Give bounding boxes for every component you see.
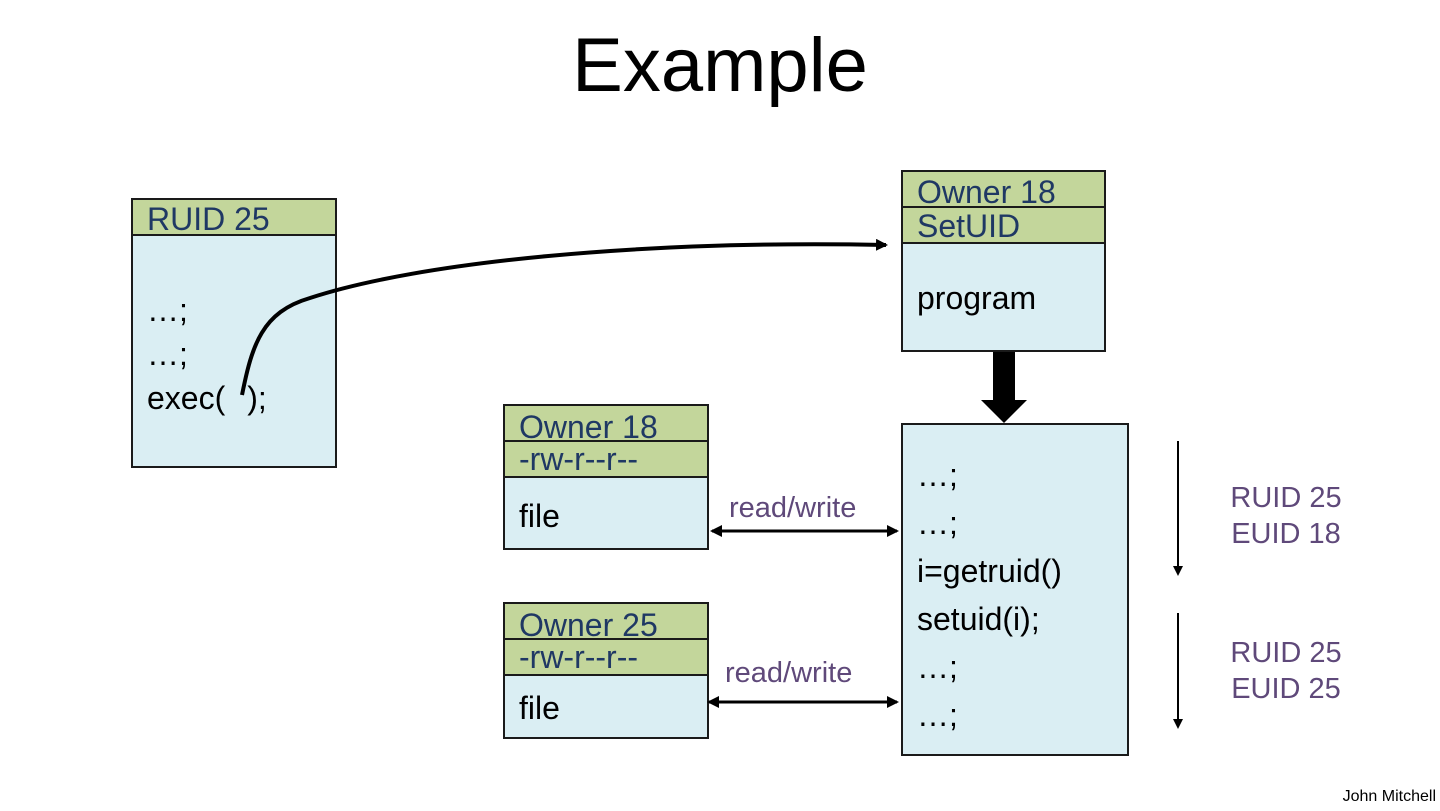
file1-box: Owner 18 -rw-r--r-- file — [503, 404, 709, 550]
file1-label: file — [519, 498, 560, 534]
process-line-2: …; — [917, 505, 958, 541]
ids-after-setuid: RUID 25 EUID 25 — [1216, 635, 1356, 707]
slide-title: Example — [572, 23, 868, 108]
caller-code-body: …; …; exec(); — [131, 234, 337, 468]
file2-perms-header: -rw-r--r-- — [503, 638, 709, 676]
process-code-body: …; …; i=getruid() setuid(i); …; …; — [901, 423, 1129, 756]
process-setuid-line: setuid(i); — [917, 601, 1040, 637]
file1-body: file — [503, 476, 709, 550]
ids-before-ruid: RUID 25 — [1230, 482, 1342, 514]
ids-after-ruid: RUID 25 — [1230, 637, 1342, 669]
caller-ruid-header: RUID 25 — [131, 198, 337, 236]
program-body: program — [901, 242, 1106, 352]
ids-before-setuid: RUID 25 EUID 18 — [1216, 480, 1356, 552]
file1-read-write-label: read/write — [729, 492, 857, 524]
process-box: …; …; i=getruid() setuid(i); …; …; — [901, 423, 1129, 756]
file1-owner-header: Owner 18 — [503, 404, 709, 442]
process-line-6: …; — [917, 697, 958, 733]
program-box: Owner 18 SetUID program — [901, 170, 1106, 352]
exec-call-arrow — [240, 238, 888, 396]
file2-box: Owner 25 -rw-r--r-- file — [503, 602, 709, 739]
file1-perms-header: -rw-r--r-- — [503, 440, 709, 478]
ids-before-euid: EUID 18 — [1231, 518, 1341, 550]
caller-exec-call: exec( — [147, 380, 226, 416]
ids-after-euid: EUID 25 — [1231, 673, 1341, 705]
caller-process-box: RUID 25 …; …; exec(); — [131, 198, 337, 468]
process-getruid-line: i=getruid() — [917, 553, 1062, 589]
caller-line-2: …; — [147, 336, 188, 372]
process-line-1: …; — [917, 457, 958, 493]
program-owner-header: Owner 18 — [901, 170, 1106, 208]
program-label: program — [917, 280, 1037, 316]
load-program-arrow — [981, 352, 1027, 423]
caller-line-1: …; — [147, 292, 188, 328]
caller-exec-line: exec(); — [147, 374, 335, 422]
author-credit: John Mitchell — [1342, 788, 1436, 805]
caller-exec-close: ); — [247, 380, 267, 416]
file2-label: file — [519, 690, 560, 726]
process-line-5: …; — [917, 649, 958, 685]
file2-read-write-label: read/write — [725, 657, 853, 689]
